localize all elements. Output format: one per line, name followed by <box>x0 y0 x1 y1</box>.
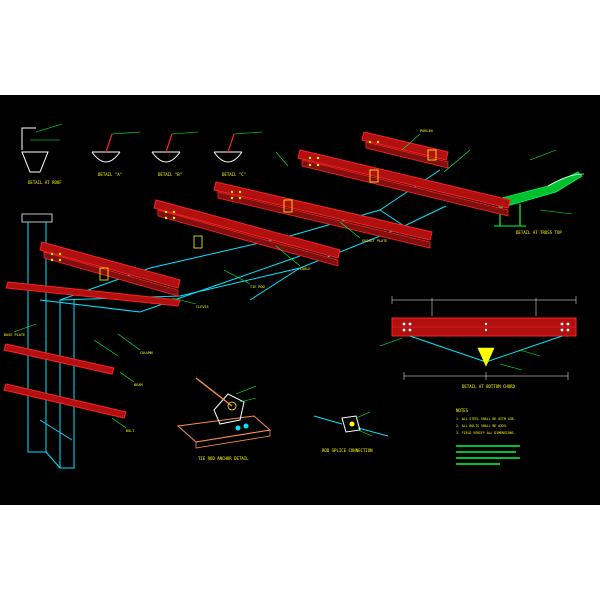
detail-tie-rod-anchor: TIE ROD ANCHOR DETAIL <box>176 377 272 461</box>
detail-c-title: DETAIL "C" <box>222 172 246 177</box>
notes-title: NOTES <box>456 408 469 413</box>
detail-a-title: DETAIL "A" <box>98 172 122 177</box>
callout-bolt: BOLT <box>126 429 135 433</box>
detail-rod-splice: ROD SPLICE CONNECTION <box>313 411 389 453</box>
bolt-holes <box>50 140 380 262</box>
callout-gusset: GUSSET PLATE <box>362 239 387 243</box>
purlin-beams <box>3 131 511 419</box>
detail-a: DETAIL "A" <box>91 131 141 177</box>
callout-tie-rod: TIE ROD <box>250 285 265 289</box>
callout-labels: PURLIN GUSSET PLATE CABLE TIE ROD CLEVIS… <box>4 129 433 433</box>
note-1: 1. ALL STEEL SHALL BE ASTM A36. <box>456 417 516 421</box>
detail-roof-title: DETAIL AT ROOF <box>28 180 62 185</box>
callout-beam: BEAM <box>134 383 142 387</box>
detail-rod-splice-title: ROD SPLICE CONNECTION <box>322 448 373 453</box>
detail-roof: DETAIL AT ROOF <box>21 123 62 185</box>
callout-cable: CABLE <box>300 267 311 271</box>
notes-block: NOTES 1. ALL STEEL SHALL BE ASTM A36. 2.… <box>456 408 520 465</box>
detail-c: DETAIL "C" <box>213 131 263 177</box>
note-2: 2. ALL BOLTS SHALL BE A325. <box>456 424 508 428</box>
detail-b: DETAIL "B" <box>151 131 199 177</box>
callout-base-plate: BASE PLATE <box>4 333 25 337</box>
detail-tie-rod-anchor-title: TIE ROD ANCHOR DETAIL <box>198 456 249 461</box>
detail-bottom-chord-title: DETAIL AT BOTTOM CHORD <box>462 384 516 389</box>
detail-b-title: DETAIL "B" <box>158 172 182 177</box>
detail-truss-top: DETAIL AT TRUSS TOP <box>493 149 585 235</box>
detail-bottom-chord: DETAIL AT BOTTOM CHORD <box>379 296 577 389</box>
callout-column: COLUMN <box>140 351 153 355</box>
note-3: 3. FIELD VERIFY ALL DIMENSIONS. <box>456 431 516 435</box>
detail-truss-top-title: DETAIL AT TRUSS TOP <box>516 230 562 235</box>
leader-lines <box>13 133 471 429</box>
column-assembly <box>21 213 75 469</box>
callout-purlin: PURLIN <box>420 129 433 133</box>
callout-clevis: CLEVIS <box>196 305 209 309</box>
gusset-plates <box>99 149 437 281</box>
